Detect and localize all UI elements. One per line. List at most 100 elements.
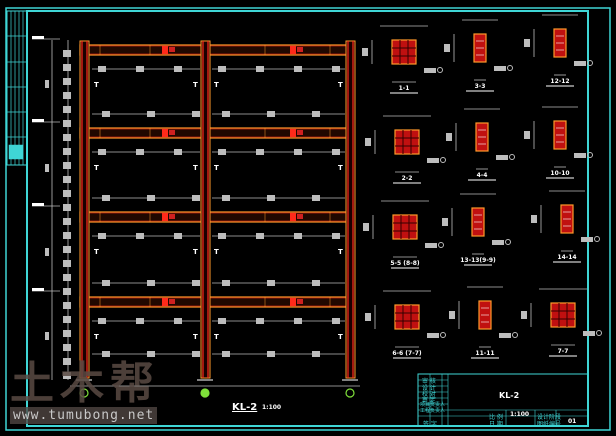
section-tag (425, 243, 437, 248)
section-tag (494, 66, 506, 71)
axis-bubble-2 (200, 388, 210, 398)
watermark-url: www.tumubong.net (10, 407, 158, 424)
stirrup-symbol: T (193, 81, 198, 89)
section-tag (424, 68, 436, 73)
section-callout (440, 157, 446, 163)
section-callout (440, 332, 446, 338)
section-callout (512, 332, 518, 338)
section-callout (437, 67, 443, 73)
section-tag (574, 61, 586, 66)
span-tag (222, 351, 230, 357)
span-tag (267, 111, 275, 117)
span-tag (312, 195, 320, 201)
section-tag (363, 223, 369, 231)
level-text (32, 288, 44, 291)
dimension-tag (63, 218, 71, 225)
beam-stirrup-mark (297, 214, 303, 219)
dimension-tag (63, 330, 71, 337)
dimension-tag (45, 80, 49, 88)
section-label: 1-1 (398, 85, 410, 92)
section-callout (587, 152, 593, 158)
beam-stirrup-mark (169, 130, 175, 135)
side-strip (6, 10, 28, 166)
dimension-tag (63, 134, 71, 141)
span-tag (98, 233, 106, 239)
beam-stirrup-mark (169, 214, 175, 219)
stirrup-symbol: T (214, 333, 219, 341)
beam-stirrup-mark (290, 213, 296, 221)
section-label: 12-12 (550, 78, 570, 85)
stirrup-symbol: T (94, 81, 99, 89)
section-tag (427, 158, 439, 163)
section-tag (581, 237, 593, 242)
span-tag (218, 233, 226, 239)
beam-4 (79, 296, 355, 308)
span-tag (267, 195, 275, 201)
section-2-2 (394, 129, 420, 155)
tb-row: 审 核 (422, 378, 436, 385)
span-tag (256, 66, 264, 72)
dimension-tag (63, 344, 71, 351)
span-tag (294, 66, 302, 72)
beam-stirrup-mark (297, 299, 303, 304)
section-tag (492, 240, 504, 245)
span-tag (98, 66, 106, 72)
section-label: 7-7 (557, 348, 569, 355)
section-callout (587, 60, 593, 66)
span-tag (222, 111, 230, 117)
stirrup-symbol: T (94, 333, 99, 341)
dimension-tag (63, 78, 71, 85)
dimension-tag (63, 274, 71, 281)
span-tag (222, 280, 230, 286)
beam-stirrup-mark (290, 46, 296, 54)
tb-row: 工程负责人 (420, 408, 446, 414)
column-2 (200, 40, 211, 379)
stirrup-symbol: T (214, 164, 219, 172)
beam-1 (79, 44, 355, 56)
dimension-tag (63, 148, 71, 155)
title-block (417, 373, 589, 427)
watermark-logo: 土木帮 (10, 358, 160, 409)
span-tag (174, 233, 182, 239)
span-tag (218, 318, 226, 324)
section-label: 3-3 (474, 83, 486, 90)
dimension-tag (63, 358, 71, 365)
dimension-tag (63, 50, 71, 57)
beam-stirrup-mark (169, 299, 175, 304)
drawing-scale: 1:100 (262, 404, 282, 411)
section-callout (596, 330, 602, 336)
dimension-tag (45, 332, 49, 340)
span-tag (332, 233, 340, 239)
span-tag (294, 233, 302, 239)
beam-stirrup-mark (162, 129, 168, 137)
axis-bubble-3 (345, 388, 355, 398)
dimension-tag (63, 246, 71, 253)
section-tag (444, 44, 450, 52)
span-tag (147, 195, 155, 201)
span-tag (136, 66, 144, 72)
tb-row: 项目负责人 (420, 402, 446, 408)
dimension-tag (45, 164, 49, 172)
section-label: 11-11 (475, 350, 495, 357)
stirrup-symbol: T (193, 333, 198, 341)
section-7-7 (550, 302, 576, 328)
span-tag (312, 111, 320, 117)
level-text (32, 36, 44, 39)
tb-scale-label: 比 例 (489, 414, 503, 421)
dimension-tag (63, 176, 71, 183)
column-1 (79, 40, 90, 379)
beam-3 (79, 211, 355, 223)
dimension-tag (63, 260, 71, 267)
tb-row: 校 对 (422, 391, 436, 398)
dimension-tag (63, 288, 71, 295)
span-tag (102, 280, 110, 286)
section-label: 6-6 (7-7) (392, 350, 422, 357)
drawing-title: KL-2 (232, 402, 258, 413)
span-tag (312, 351, 320, 357)
span-tag (192, 111, 200, 117)
section-tag (499, 333, 511, 338)
span-tag (98, 149, 106, 155)
section-tag (524, 39, 530, 47)
span-tag (332, 318, 340, 324)
tb-scale-value: 1:100 (510, 411, 530, 418)
